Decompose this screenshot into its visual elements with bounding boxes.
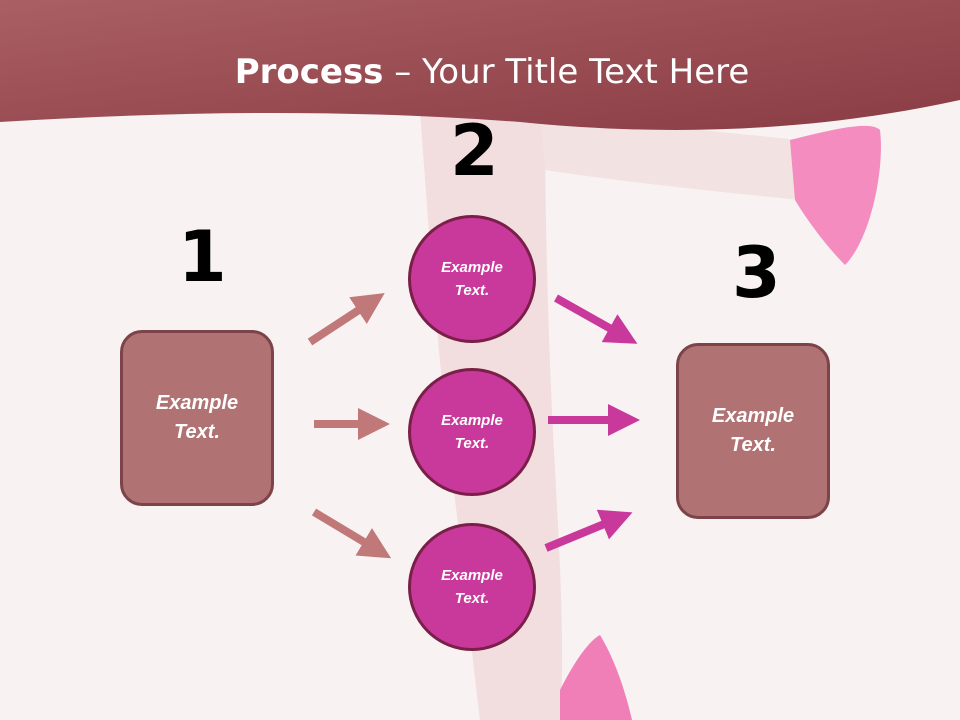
circle-bottom: Example Text.: [408, 523, 536, 651]
shoe-bottom: [560, 635, 632, 720]
left-box: Example Text.: [120, 330, 274, 506]
step-number-1: 1: [178, 216, 227, 298]
circle-top-text: Example Text.: [441, 259, 503, 299]
step-number-3: 3: [732, 232, 781, 314]
left-box-text: Example Text.: [155, 392, 239, 443]
leg-upper: [540, 110, 800, 200]
header-wave: [0, 0, 960, 130]
shoe-top-right: [790, 125, 881, 265]
step-number-2: 2: [450, 110, 499, 192]
right-box: Example Text.: [676, 343, 830, 519]
title-rest: – Your Title Text Here: [383, 52, 750, 92]
title-bold: Process: [234, 52, 384, 92]
page-title: Process – Your Title Text Here: [0, 52, 960, 92]
right-box-text: Example Text.: [711, 405, 795, 456]
circle-top: Example Text.: [408, 215, 536, 343]
circle-middle: Example Text.: [408, 368, 536, 496]
circle-middle-text: Example Text.: [441, 412, 503, 452]
circle-bottom-text: Example Text.: [441, 567, 503, 607]
